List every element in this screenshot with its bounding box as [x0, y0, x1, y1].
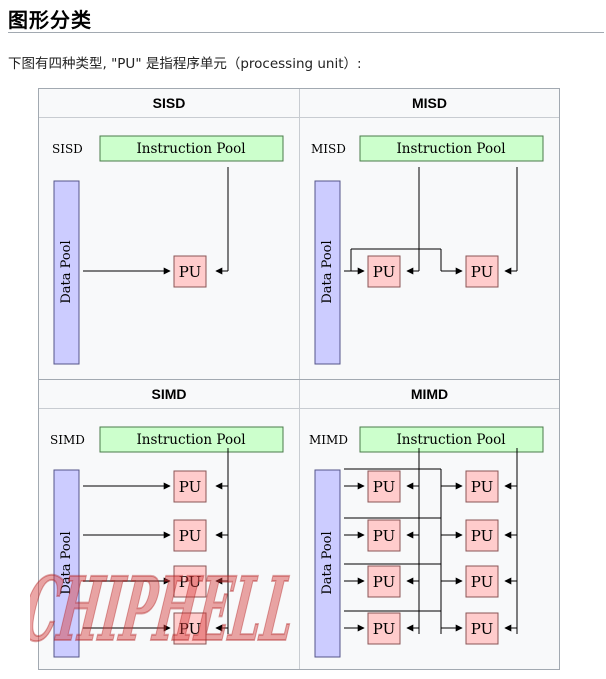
processing-unit [367, 612, 401, 645]
processing-unit [465, 255, 499, 288]
processing-unit [173, 255, 207, 288]
diagram-misd: MISD Instruction Pool Data Pool PU PU [311, 135, 544, 365]
panel-misd: MISD MISD Instruction Pool Data Pool PU … [300, 89, 559, 379]
processing-unit [367, 565, 401, 598]
pu-label: PU [373, 620, 395, 638]
architecture-table: SISD SISD Instruction Pool Data Pool PU … [38, 88, 560, 670]
pu-label: PU [471, 478, 493, 496]
diagram-mimd: MIMD Instruction Pool Data Pool PU PU [309, 426, 544, 658]
panel-label-mimd: MIMD [309, 433, 348, 447]
panel-simd: SIMD SIMD Instruction Pool Data Pool PU … [39, 380, 299, 669]
processing-unit [367, 255, 401, 288]
panel-label-simd: SIMD [50, 433, 85, 447]
pu-label: PU [179, 573, 201, 591]
panel-sisd: SISD SISD Instruction Pool Data Pool PU [39, 89, 299, 379]
pu-label: PU [471, 620, 493, 638]
pu-label: PU [373, 263, 395, 281]
panel-header-sisd: SISD [39, 89, 299, 118]
processing-unit [367, 470, 401, 503]
data-pool [314, 180, 341, 365]
pu-label: PU [471, 527, 493, 545]
processing-unit [173, 470, 207, 503]
instruction-pool [99, 426, 284, 453]
panel-label-sisd: SISD [52, 142, 83, 156]
panel-header-misd: MISD [300, 89, 559, 118]
intro-text: 下图有四种类型, "PU" 是指程序单元（processing unit）: [8, 56, 362, 72]
row-divider [39, 379, 559, 380]
data-pool-label: Data Pool [59, 531, 74, 594]
pu-label: PU [373, 478, 395, 496]
data-pool-label: Data Pool [320, 240, 335, 303]
pu-label: PU [471, 573, 493, 591]
pu-label: PU [179, 527, 201, 545]
instruction-pool-label: Instruction Pool [136, 432, 245, 448]
instruction-pool-label: Instruction Pool [396, 141, 505, 157]
data-pool [53, 180, 80, 365]
diagram-simd: SIMD Instruction Pool Data Pool PU PU [50, 426, 284, 658]
processing-unit [173, 519, 207, 552]
data-pool [314, 469, 341, 658]
instruction-pool-label: Instruction Pool [136, 141, 245, 157]
data-pool-label: Data Pool [59, 240, 74, 303]
processing-unit [173, 565, 207, 598]
processing-unit [367, 519, 401, 552]
processing-unit [465, 565, 499, 598]
data-pool-label: Data Pool [320, 531, 335, 594]
instruction-pool-label: Instruction Pool [396, 432, 505, 448]
instruction-pool [359, 426, 544, 453]
heading-divider [8, 32, 604, 33]
processing-unit [465, 612, 499, 645]
processing-unit [465, 519, 499, 552]
panel-label-misd: MISD [311, 142, 346, 156]
pu-label: PU [471, 263, 493, 281]
page-title: 图形分类 [8, 8, 92, 32]
pu-label: PU [179, 263, 201, 281]
pu-label: PU [179, 478, 201, 496]
panel-header-simd: SIMD [39, 380, 299, 409]
pu-label: PU [373, 573, 395, 591]
panel-header-mimd: MIMD [300, 380, 559, 409]
processing-unit [465, 470, 499, 503]
pu-label: PU [373, 527, 395, 545]
instruction-pool [359, 135, 544, 162]
diagram-sisd: SISD Instruction Pool Data Pool PU [52, 135, 284, 365]
processing-unit [173, 612, 207, 645]
panel-mimd: MIMD MIMD Instruction Pool Data Pool PU … [300, 380, 559, 669]
data-pool [53, 469, 80, 658]
instruction-pool [99, 135, 284, 162]
pu-label: PU [179, 620, 201, 638]
